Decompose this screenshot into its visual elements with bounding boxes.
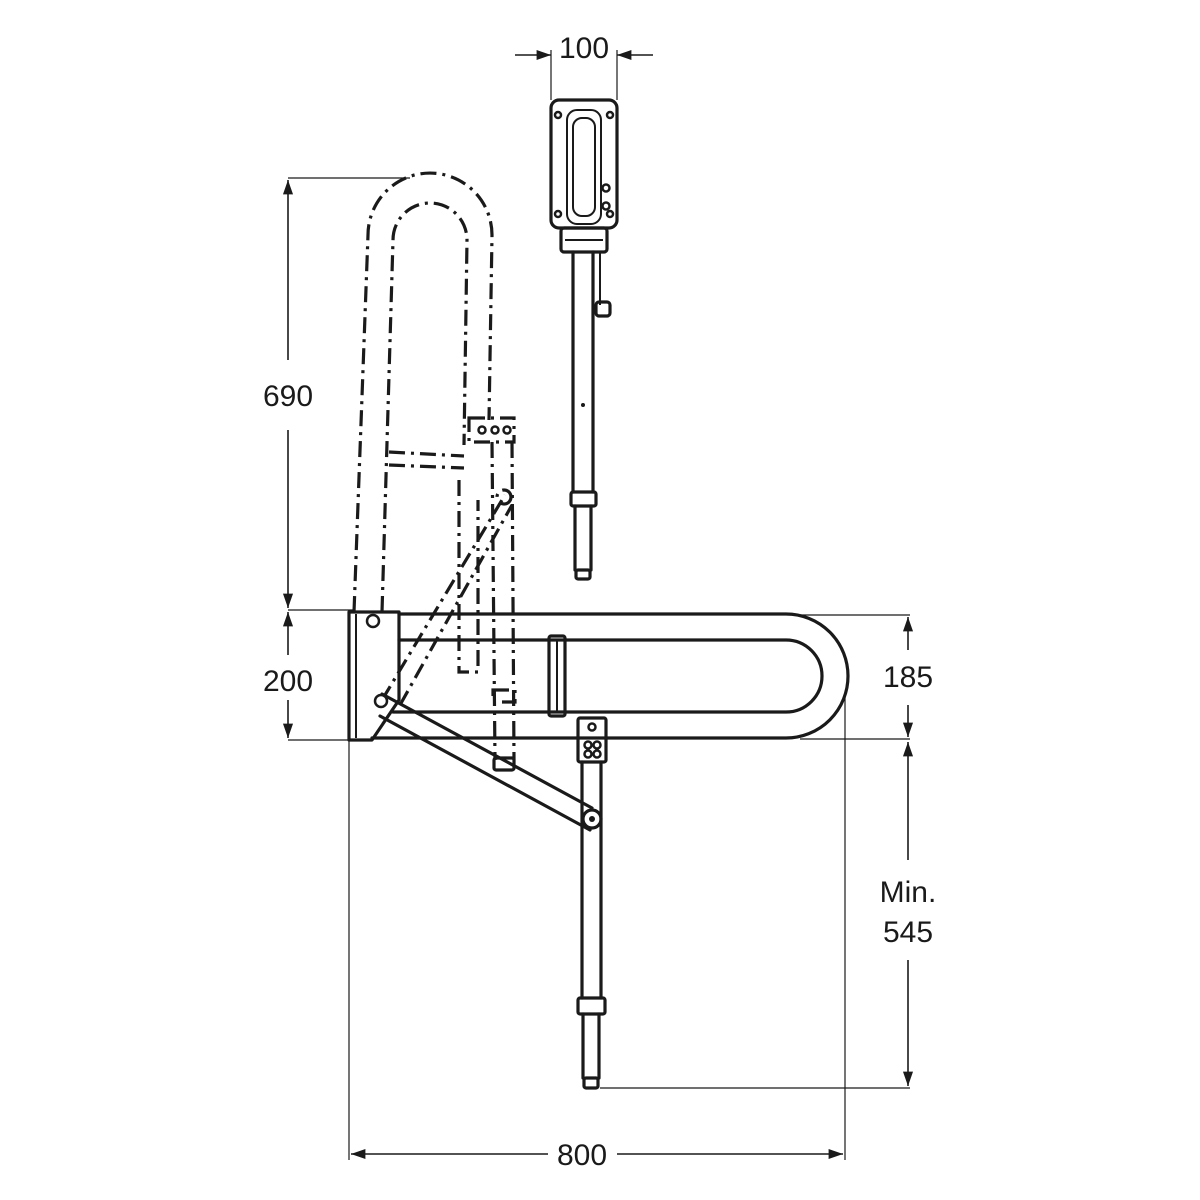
diagonal-strut — [378, 692, 603, 832]
grab-bar-main — [370, 612, 850, 740]
top-view-bracket — [549, 98, 619, 254]
leg-length-label-min: Min. — [880, 876, 937, 909]
bar-height-label: 185 — [883, 661, 933, 694]
support-leg — [576, 716, 608, 1090]
dimension-top-width: 100 — [515, 32, 653, 100]
leg-length-label-value: 545 — [883, 916, 933, 949]
dimension-leg-length: Min. 545 — [600, 742, 937, 1089]
raised-position-outline — [352, 171, 517, 761]
top-width-label: 100 — [559, 32, 609, 65]
plate-height-label: 200 — [263, 665, 313, 698]
dimension-bar-height: 185 — [800, 614, 933, 740]
dimension-plate-height: 200 — [263, 612, 355, 741]
dimension-raised-height: 690 — [263, 177, 410, 611]
overall-length-label: 800 — [557, 1139, 607, 1172]
top-view-leg — [569, 250, 612, 581]
dimension-overall-length: 800 — [348, 697, 846, 1172]
raised-height-label: 690 — [263, 380, 313, 413]
